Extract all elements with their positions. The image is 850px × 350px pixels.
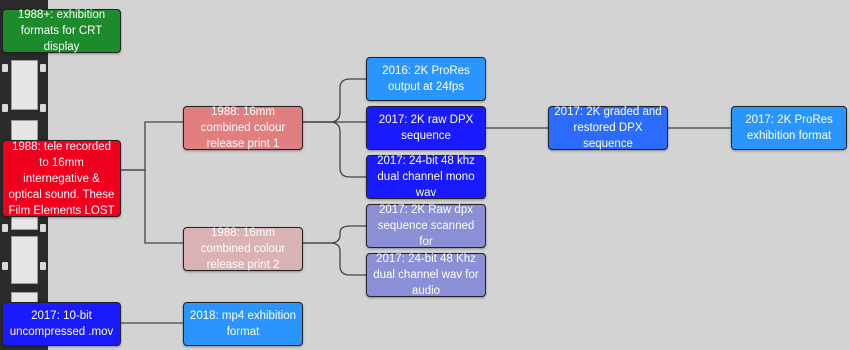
node-mp4-exhibition[interactable]: 2018: mp4 exhibition format — [183, 302, 303, 346]
film-perforation — [2, 262, 8, 270]
edge-print1-to-wav — [303, 121, 366, 178]
film-frame — [11, 236, 38, 284]
film-frame — [11, 60, 38, 110]
edge-tele-to-print1 — [121, 121, 183, 171]
film-perforation — [40, 104, 46, 112]
film-perforation — [40, 64, 46, 72]
node-prores-output[interactable]: 2016: 2K ProRes output at 24fps — [366, 57, 486, 101]
film-perforation — [40, 224, 46, 232]
node-raw-dpx[interactable]: 2017: 2K raw DPX sequence — [366, 106, 486, 150]
node-release-print-1[interactable]: 1988: 16mm combined colour release print… — [183, 106, 303, 150]
node-prores-exhibition[interactable]: 2017: 2K ProRes exhibition format — [731, 106, 847, 150]
node-tele-recorded[interactable]: 1988: tele recorded to 16mm internegativ… — [2, 140, 121, 217]
film-perforation — [2, 224, 8, 232]
node-crt-display[interactable]: 1988+: exhibition formats for CRT displa… — [2, 9, 121, 53]
edge-print2-to-rawdpx — [303, 225, 366, 244]
edge-print1-to-prores — [303, 78, 366, 123]
node-release-print-2[interactable]: 1988: 16mm combined colour release print… — [183, 227, 303, 271]
node-raw-dpx-scanned[interactable]: 2017: 2K Raw dpx sequence scanned for — [366, 204, 486, 248]
film-perforation — [2, 104, 8, 112]
edge-tele-to-print2 — [121, 169, 183, 244]
film-perforation — [2, 64, 8, 72]
node-wav-audio[interactable]: 2017: 24-bit 48 Khz dual channel wav for… — [366, 253, 486, 297]
film-perforation — [40, 262, 46, 270]
node-wav-mono[interactable]: 2017: 24-bit 48 khz dual channel mono wa… — [366, 155, 486, 199]
edge-print2-to-wav — [303, 242, 366, 276]
node-graded-dpx[interactable]: 2017: 2K graded and restored DPX sequenc… — [548, 106, 668, 150]
node-uncompressed-mov[interactable]: 2017: 10-bit uncompressed .mov — [2, 302, 121, 346]
